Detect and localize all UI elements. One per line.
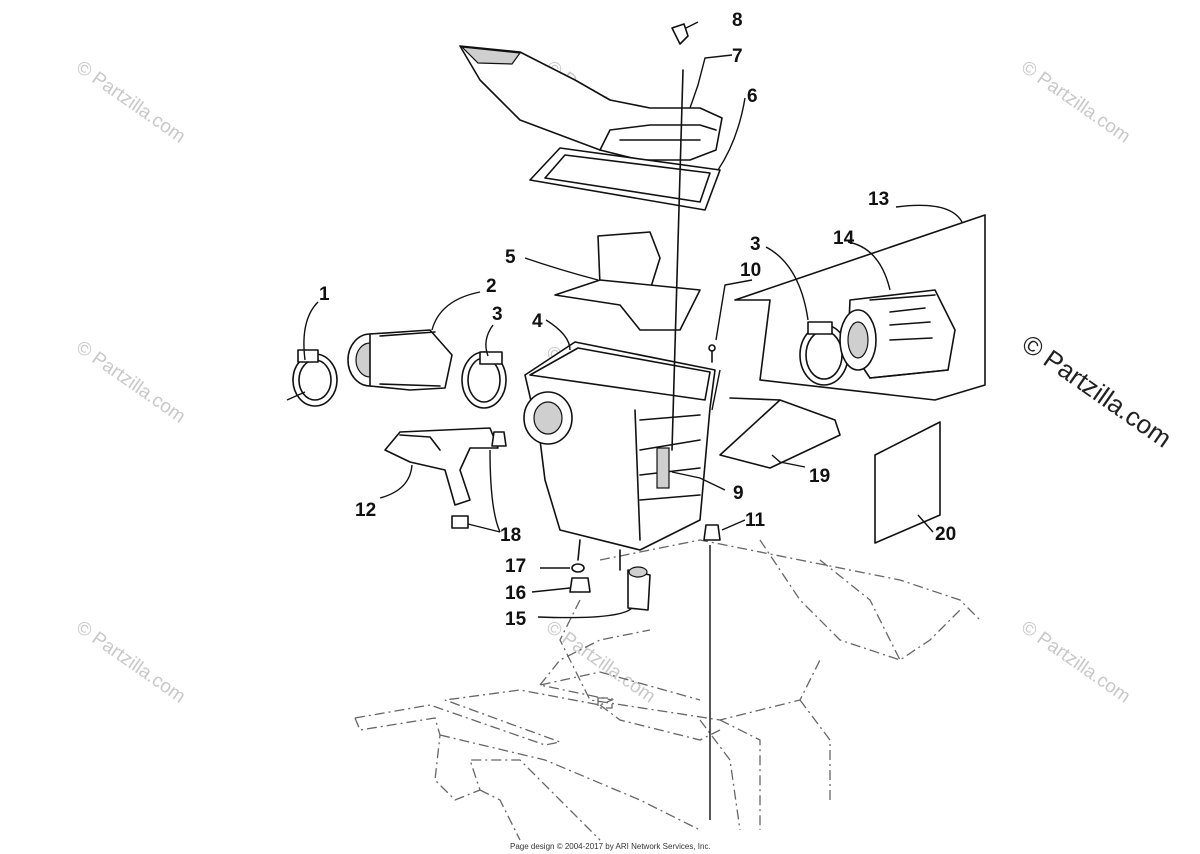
sheet-part-20 — [874, 421, 941, 544]
callout-19: 19 — [809, 466, 830, 487]
callout-20: 20 — [935, 524, 956, 545]
callout-11: 11 — [745, 510, 766, 531]
callout-1: 1 — [319, 284, 330, 305]
washer-part-17 — [571, 563, 585, 573]
callout-13: 13 — [868, 189, 889, 210]
watermark-bottom-center: © Partzilla.com — [542, 617, 659, 708]
boot-part-2 — [347, 329, 453, 391]
watermark-bottom-left: © Partzilla.com — [72, 617, 189, 708]
plate-part-19 — [719, 397, 841, 469]
air-filter-part-14 — [839, 289, 956, 379]
callout-14: 14 — [833, 228, 855, 249]
airbox-part-4 — [523, 341, 716, 571]
callout-5: 5 — [505, 247, 516, 268]
callout-2: 2 — [486, 276, 497, 297]
clip-part-18-lower — [451, 515, 469, 529]
watermark-top-left: © Partzilla.com — [72, 57, 189, 148]
airbox-cover-part-7 — [459, 45, 723, 161]
callout-3-left: 3 — [492, 304, 503, 325]
callout-6: 6 — [747, 86, 758, 107]
bolt-part-11 — [703, 524, 721, 541]
callout-17: 17 — [505, 556, 526, 577]
plug-part-16 — [569, 577, 591, 593]
watermark-top-right: © Partzilla.com — [1017, 57, 1134, 148]
callout-10: 10 — [740, 260, 761, 281]
leader-lines — [286, 21, 963, 820]
gasket-part-6 — [529, 147, 721, 211]
latch-rod — [671, 23, 689, 451]
small-parts — [451, 344, 721, 611]
vehicle-frame-reference — [354, 539, 981, 841]
callout-8: 8 — [732, 10, 743, 31]
callout-numbers: 1 2 3 3 4 5 6 7 8 9 10 11 12 13 14 15 16… — [319, 10, 956, 630]
clamp-part-1 — [292, 349, 338, 407]
callout-16: 16 — [505, 583, 526, 604]
callout-7: 7 — [732, 46, 743, 67]
callout-3-right: 3 — [750, 234, 761, 255]
callout-12: 12 — [355, 500, 376, 521]
watermark-side-text: © Partzilla.com — [1017, 328, 1178, 453]
callout-4: 4 — [532, 311, 543, 332]
filter-assembly-part-13 — [734, 214, 986, 401]
clamp-part-3-left — [461, 351, 507, 409]
watermark-mid-left: © Partzilla.com — [72, 337, 189, 428]
watermark-bottom-right: © Partzilla.com — [1017, 617, 1134, 708]
callout-15: 15 — [505, 609, 527, 630]
clip-part-18-upper — [491, 431, 507, 447]
page-footer: Page design © 2004-2017 by ARI Network S… — [510, 842, 711, 851]
callout-18: 18 — [500, 525, 521, 546]
filter-guide-part-5 — [554, 231, 701, 331]
hose-part-12 — [384, 427, 499, 506]
callout-9: 9 — [733, 483, 744, 504]
